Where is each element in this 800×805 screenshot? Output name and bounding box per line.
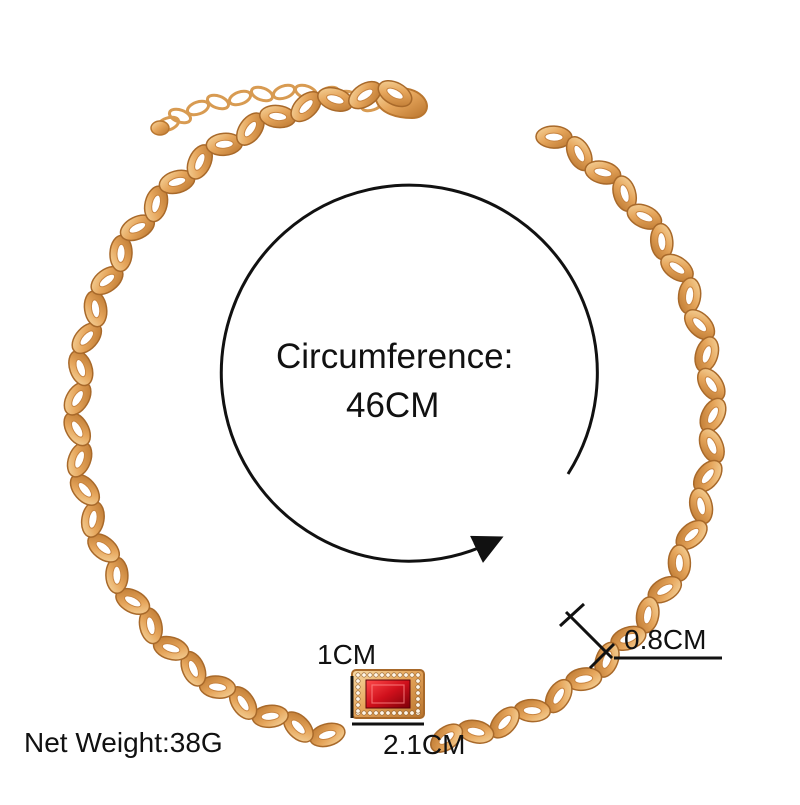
chain-link [115, 587, 151, 615]
rhinestone [355, 672, 361, 678]
chain-link [677, 277, 702, 315]
gem-height-label: 1CM [317, 639, 377, 670]
chain-link [699, 397, 727, 433]
rhinestone [415, 678, 421, 684]
rhinestone [397, 672, 403, 678]
circumference-label: Circumference: [276, 337, 514, 376]
chain-link [119, 214, 156, 242]
rhinestone [379, 710, 385, 716]
chain-link [535, 125, 573, 149]
rhinestone [385, 672, 391, 678]
chain-link [308, 722, 346, 748]
chain-link [143, 185, 169, 223]
rhinestone [367, 672, 373, 678]
chain-link [205, 132, 244, 157]
chain-link [635, 596, 660, 634]
rhinestone [373, 672, 379, 678]
chain-link [105, 556, 129, 595]
extender-link [271, 83, 297, 101]
rhinestone [355, 696, 361, 702]
chain-link [667, 544, 692, 582]
chain-link [198, 675, 237, 699]
rhinestone [373, 710, 379, 716]
rhinestone [415, 702, 421, 708]
rhinestone [361, 710, 367, 716]
chain-link [83, 290, 108, 328]
chain-link [63, 381, 92, 416]
chain-tip [150, 120, 170, 136]
rhinestone [415, 708, 421, 714]
chain-link [660, 253, 694, 283]
chain-link [649, 222, 674, 261]
rhinestone [367, 710, 373, 716]
chain-link [69, 473, 101, 506]
chain-link [610, 625, 647, 652]
chain-link [259, 104, 297, 129]
rhinestone [355, 678, 361, 684]
chain-link [63, 411, 92, 447]
chain-link [692, 459, 723, 493]
chain-link [683, 308, 716, 341]
chain-link [348, 80, 382, 110]
gem-pendant [351, 669, 425, 719]
chain-link [430, 723, 464, 753]
chain-link [688, 487, 714, 525]
ruby-stone [365, 679, 411, 709]
rhinestone [361, 672, 367, 678]
chain-link [317, 86, 354, 112]
link-width-label: 0.8CM [624, 624, 707, 655]
chain-link [186, 144, 213, 180]
chain-link [584, 160, 622, 185]
rhinestone [355, 702, 361, 708]
rhinestone [403, 672, 409, 678]
chain-link [290, 91, 322, 123]
extender-link [249, 85, 275, 103]
rhinestone [355, 708, 361, 714]
extender-link [227, 89, 253, 107]
rhinestone-border [355, 672, 421, 716]
gem-width-label: 2.1CM [383, 729, 466, 760]
extender-link [205, 93, 231, 111]
rhinestone [391, 710, 397, 716]
chain-link [565, 667, 603, 692]
rhinestone [415, 690, 421, 696]
circumference-value: 46CM [346, 386, 440, 425]
rhinestone [403, 710, 409, 716]
chain-link [377, 79, 413, 108]
rhinestone [379, 672, 385, 678]
rhinestone [355, 684, 361, 690]
rhinestone [385, 710, 391, 716]
chain-link [675, 519, 708, 551]
rhinestone [415, 684, 421, 690]
chain-link [180, 650, 207, 687]
net-weight-label: Net Weight:38G [24, 727, 223, 758]
chain-link [612, 175, 638, 212]
rhinestone [409, 672, 415, 678]
circumference-arrow-icon [219, 183, 599, 563]
chain-link [158, 169, 196, 195]
rhinestone [415, 696, 421, 702]
rhinestone [409, 710, 415, 716]
chain-link [66, 441, 93, 478]
rhinestone [415, 672, 421, 678]
chain-link [282, 711, 314, 743]
chain-link [565, 136, 593, 172]
rhinestone [355, 690, 361, 696]
rhinestone [391, 672, 397, 678]
curb-chain [63, 79, 727, 753]
rhinestone [397, 710, 403, 716]
link-width-marker [558, 602, 722, 670]
chain-link [71, 322, 103, 355]
